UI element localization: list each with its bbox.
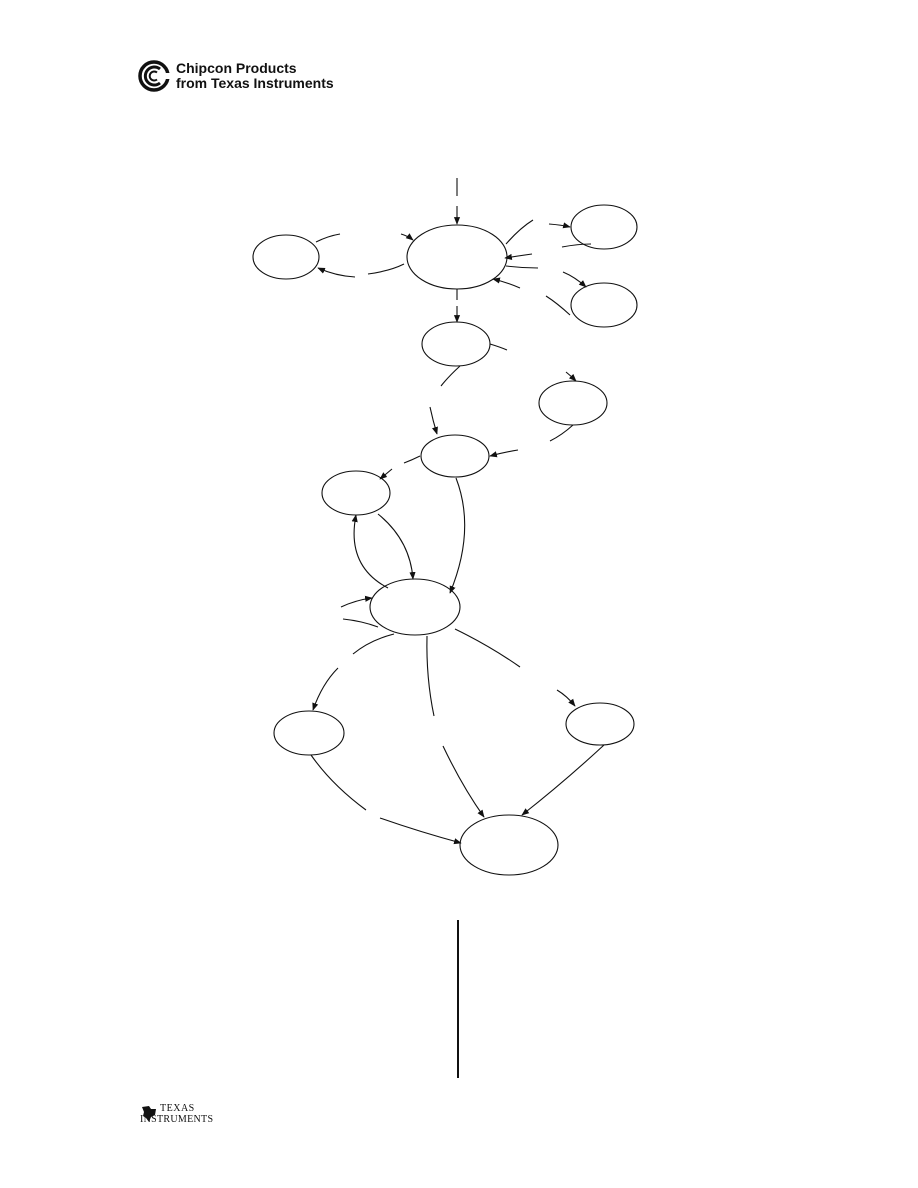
edge-rightmid-to-mid2-a — [549, 424, 574, 442]
brand-text: Chipcon Products from Texas Instruments — [176, 61, 334, 91]
edge-main-to-right2-a — [505, 265, 539, 269]
vertical-divider — [457, 920, 459, 1078]
edge-mid1-side — [489, 343, 508, 351]
state-node-mid-2 — [420, 434, 490, 478]
edge-main-to-right1-a — [505, 219, 534, 245]
edge-mid2-to-leftmid-a — [403, 455, 421, 464]
ti-word-2: Instruments — [140, 1114, 214, 1125]
edge-mid1-to-mid2-b — [429, 406, 438, 435]
state-node-left-mid — [321, 470, 391, 516]
state-node-final — [459, 814, 559, 876]
edge-center-to-bottomleft-b — [312, 667, 339, 711]
edge-center-to-final-a — [426, 635, 435, 717]
state-node-right-mid — [538, 380, 608, 426]
edge-external-to-center-1 — [340, 595, 373, 608]
edge-external-to-center-2 — [342, 618, 379, 628]
ti-logo: Texas Instruments — [140, 1103, 230, 1131]
ti-state-logo-icon — [142, 1106, 156, 1122]
state-node-right-top-1 — [570, 204, 638, 250]
state-node-right-top-2 — [570, 282, 638, 328]
edge-left-to-main-2 — [400, 233, 414, 241]
chipcon-logo: Chipcon Products from Texas Instruments — [138, 60, 368, 94]
edge-center-to-leftmid — [351, 514, 389, 589]
edge-center-to-final-b — [442, 745, 485, 818]
edge-center-to-bottomleft-a — [352, 633, 395, 655]
state-node-bottom-left — [273, 710, 345, 756]
edge-rightmid-to-mid2-b — [489, 449, 519, 458]
state-node-center — [369, 578, 461, 636]
edge-bottomleft-to-final-a — [310, 754, 367, 811]
edge-main-to-right1-b — [548, 222, 571, 229]
edge-right1-to-main-a — [561, 243, 592, 248]
edge-bottomright-to-final — [521, 744, 605, 816]
state-node-bottom-right — [565, 702, 635, 746]
chipcon-c-logo-icon — [138, 60, 170, 92]
edge-bottomleft-to-final-b — [379, 817, 462, 845]
state-node-main — [406, 224, 508, 290]
state-node-mid-1 — [421, 321, 491, 367]
edge-left-to-main-1 — [315, 233, 341, 243]
brand-line-1: Chipcon Products — [176, 60, 297, 76]
edge-leftmid-to-center — [377, 513, 416, 580]
edge-right1-to-main-b — [504, 253, 533, 260]
edge-center-to-bottomright-b — [556, 689, 576, 707]
edge-into-rightmid — [565, 371, 577, 382]
edge-mid2-to-center — [449, 477, 466, 594]
edge-right2-to-main-a — [545, 295, 571, 316]
edge-main-to-left-2 — [367, 263, 405, 275]
state-node-left-top — [252, 234, 320, 280]
edge-right2-to-main-b — [492, 277, 521, 289]
edge-center-to-bottomright-a — [454, 628, 521, 668]
edge-mid2-to-leftmid-b — [379, 468, 393, 480]
edge-main-to-left — [317, 267, 356, 278]
brand-line-2: from Texas Instruments — [176, 75, 334, 91]
edge-main-to-right2-b — [562, 271, 587, 288]
edge-mid1-to-mid2-a — [440, 365, 461, 387]
ti-word-1: Texas — [160, 1103, 195, 1114]
